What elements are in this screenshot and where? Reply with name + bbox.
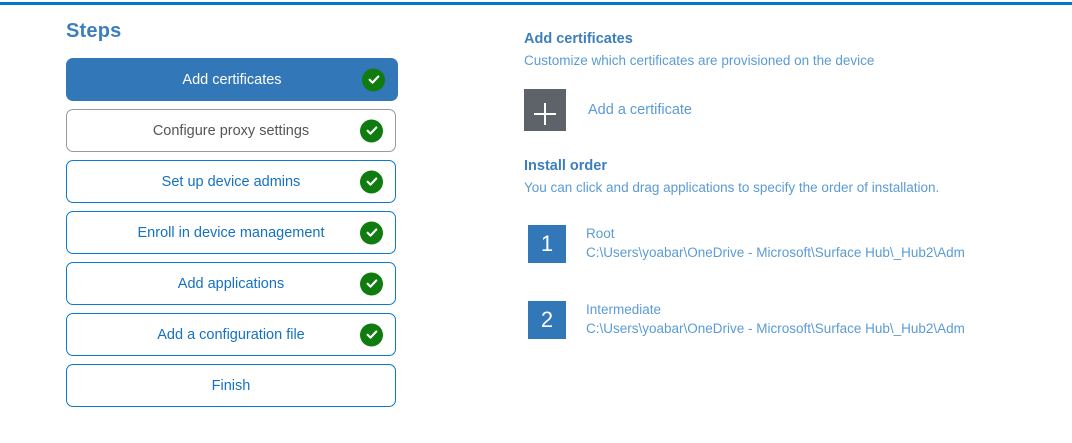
step-completed-check-icon [360,221,383,244]
step-label: Add applications [177,275,285,292]
install-order-item-path: C:\Users\yoabar\OneDrive - Microsoft\Sur… [586,245,965,260]
add-certificate-row[interactable]: Add a certificate [524,89,1054,131]
step-label: Add a configuration file [157,326,305,343]
step-completed-check-icon [360,119,383,142]
step-completed-check-icon [360,170,383,193]
install-order-number-badge: 2 [528,301,566,339]
steps-panel-title: Steps [66,20,122,42]
step-label: Set up device admins [161,173,301,190]
step-label: Add certificates [182,71,282,88]
detail-panel: Add certificates Customize which certifi… [524,30,1054,377]
step-item-finish[interactable]: Finish [66,364,396,407]
add-certificates-section: Add certificates Customize which certifi… [524,30,1054,131]
add-certificates-subtitle: Customize which certificates are provisi… [524,53,875,68]
install-order-section: Install order You can click and drag app… [524,157,1054,339]
step-item-add-a-configuration-file[interactable]: Add a configuration file [66,313,396,356]
step-label: Enroll in device management [137,224,325,241]
add-a-certificate-link[interactable]: Add a certificate [588,102,692,118]
install-order-heading: Install order [524,158,607,174]
step-completed-check-icon [360,323,383,346]
step-completed-check-icon [362,68,385,91]
top-accent-rule [0,2,1072,5]
step-completed-check-icon [360,272,383,295]
step-label: Finish [211,377,251,394]
step-item-enroll-in-device-management[interactable]: Enroll in device management [66,211,396,254]
install-order-item-name: Root [586,226,615,241]
install-order-subtitle: You can click and drag applications to s… [524,180,940,195]
install-order-number-badge: 1 [528,225,566,263]
plus-icon[interactable] [524,89,566,131]
install-order-item[interactable]: 2 Intermediate C:\Users\yoabar\OneDrive … [524,301,1054,339]
add-certificates-heading: Add certificates [524,31,633,47]
step-label: Configure proxy settings [152,122,310,139]
install-order-list: 1 Root C:\Users\yoabar\OneDrive - Micros… [524,225,1054,339]
install-order-item[interactable]: 1 Root C:\Users\yoabar\OneDrive - Micros… [524,225,1054,263]
step-item-set-up-device-admins[interactable]: Set up device admins [66,160,396,203]
steps-panel: Steps Add certificates Configure proxy s… [66,20,406,415]
step-item-add-certificates[interactable]: Add certificates [66,58,398,101]
step-item-add-applications[interactable]: Add applications [66,262,396,305]
install-order-item-text: Intermediate C:\Users\yoabar\OneDrive - … [586,301,1026,338]
install-order-item-path: C:\Users\yoabar\OneDrive - Microsoft\Sur… [586,321,965,336]
plus-icon-vertical-bar [544,103,546,125]
install-order-item-name: Intermediate [586,302,662,317]
step-item-configure-proxy-settings[interactable]: Configure proxy settings [66,109,396,152]
install-order-item-text: Root C:\Users\yoabar\OneDrive - Microsof… [586,225,1026,262]
